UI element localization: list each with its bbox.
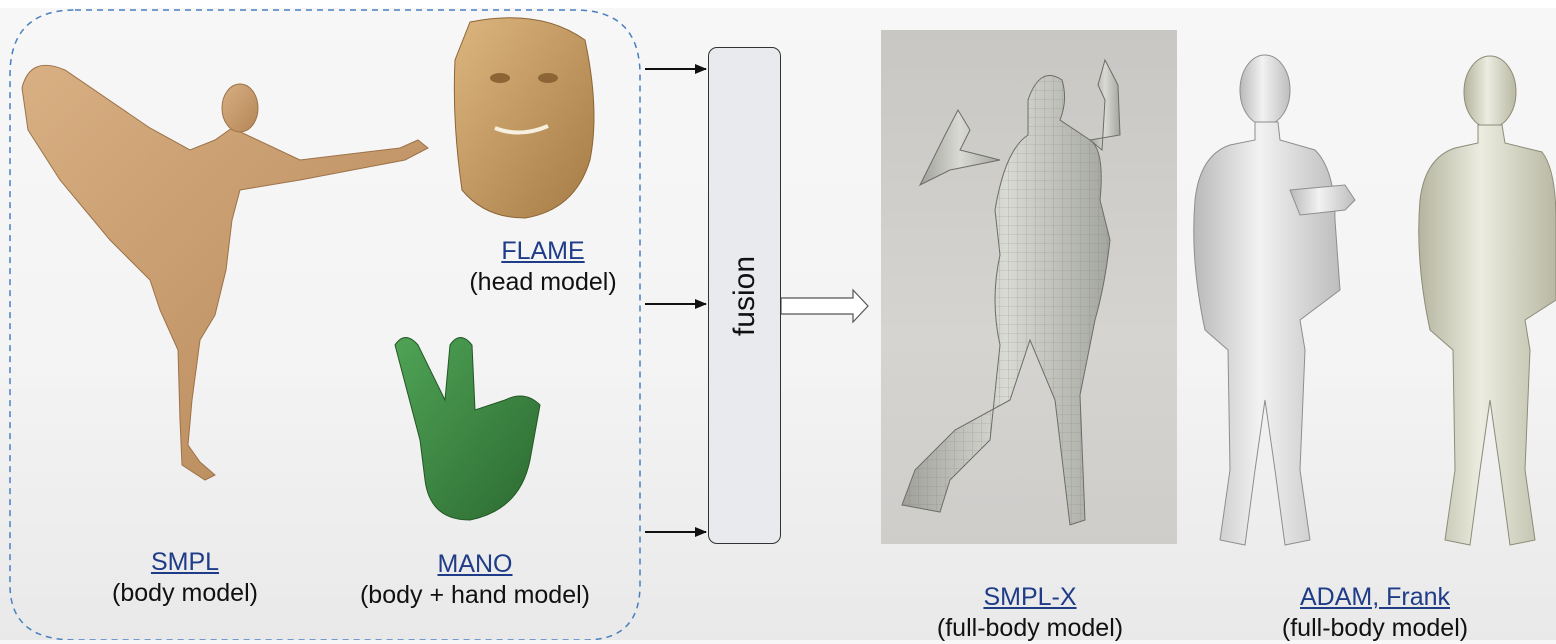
smplx-label: SMPL-X (full-body model) [915, 582, 1145, 644]
mano-desc: (body + hand model) [335, 580, 615, 611]
smpl-body-mesh [22, 65, 428, 480]
smplx-photo-mesh [902, 60, 1120, 525]
smpl-label: SMPL (body model) [95, 547, 275, 609]
smplx-desc: (full-body model) [915, 613, 1145, 644]
adam-desc: (full-body model) [1255, 613, 1495, 644]
fusion-label: fusion [728, 255, 762, 335]
mano-hand-mesh [395, 338, 540, 521]
smpl-desc: (body model) [95, 578, 275, 609]
mano-label: MANO (body + hand model) [335, 549, 615, 611]
mano-link[interactable]: MANO [335, 549, 615, 580]
flame-desc: (head model) [448, 267, 638, 298]
smplx-link[interactable]: SMPL-X [915, 582, 1145, 613]
fusion-box: fusion [708, 47, 781, 544]
flame-label: FLAME (head model) [448, 236, 638, 298]
frank-mesh [1419, 56, 1556, 545]
adam-mesh [1194, 55, 1355, 545]
smpl-link[interactable]: SMPL [95, 547, 275, 578]
adam-label: ADAM, Frank (full-body model) [1255, 582, 1495, 644]
flame-link[interactable]: FLAME [448, 236, 638, 267]
flame-head-mesh [454, 18, 594, 218]
hollow-arrow-icon [781, 290, 868, 322]
adam-frank-link[interactable]: ADAM, Frank [1255, 582, 1495, 613]
